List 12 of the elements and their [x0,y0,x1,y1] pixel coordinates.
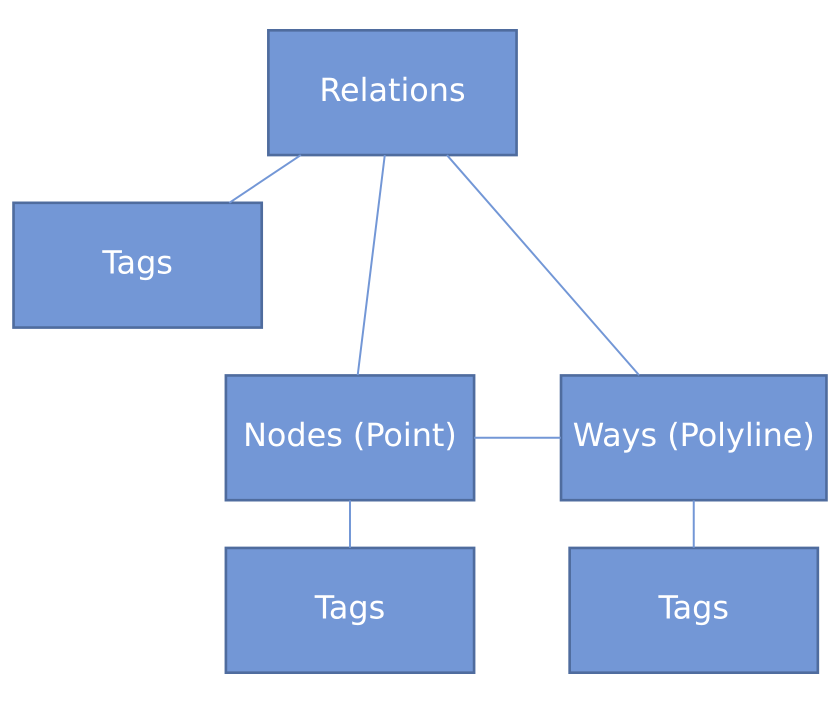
connector [446,154,640,376]
node-box: Ways (Polyline) [560,374,828,501]
node-box: Relations [267,28,518,156]
connector [356,154,386,375]
node-box: Nodes (Point) [224,374,476,501]
node-box: Tags [224,546,476,674]
node-box: Tags [568,546,820,674]
node-box: Tags [12,201,264,328]
connector [474,436,561,438]
connector [349,500,351,548]
connector [228,154,302,204]
connector [692,500,695,548]
